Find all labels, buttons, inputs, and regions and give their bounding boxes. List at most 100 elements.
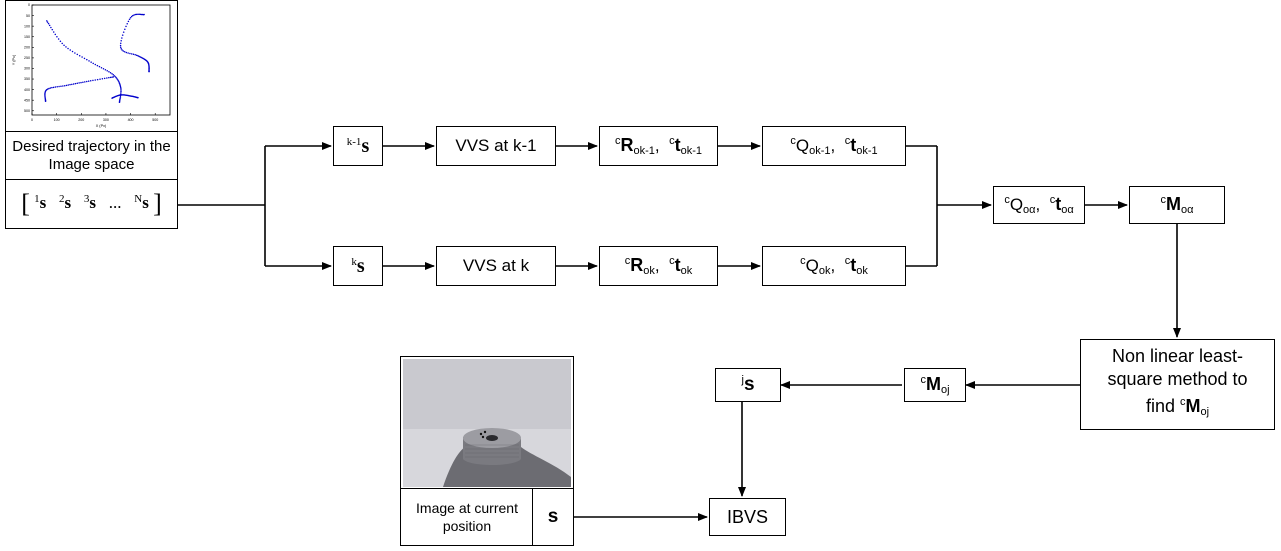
trajectory-point xyxy=(51,87,53,89)
vvs-k-minus-1-box: VVS at k-1 xyxy=(436,126,556,166)
trajectory-point xyxy=(104,69,106,71)
s-j-box: js xyxy=(715,368,781,402)
trajectory-point xyxy=(84,81,86,83)
y-tick-label: 100 xyxy=(24,24,30,28)
trajectory-point xyxy=(131,53,133,55)
trajectory-point xyxy=(134,54,136,56)
trajectory-point xyxy=(135,14,137,16)
trajectory-point xyxy=(48,25,50,27)
x-axis-title: X (Px) xyxy=(95,124,106,128)
trajectory-point xyxy=(108,71,110,73)
current-s: s xyxy=(548,506,559,528)
trajectory-point xyxy=(87,80,89,82)
trajectory-point xyxy=(59,41,61,43)
trajectory-point xyxy=(71,84,73,86)
trajectory-point xyxy=(90,61,92,63)
trajectory-point xyxy=(56,36,58,38)
trajectory-point xyxy=(120,92,122,94)
trajectory-point xyxy=(108,77,110,79)
trajectory-point xyxy=(86,59,88,61)
Q-t-k-minus-1: cQok-1, ctok-1 xyxy=(790,135,877,157)
trajectory-point xyxy=(92,63,94,64)
trajectory-vector-box: [ 1s 2s 3s ... Ns ] xyxy=(5,179,178,229)
trajectory-point xyxy=(125,52,127,54)
trajectory-point xyxy=(119,45,121,47)
trajectory-point xyxy=(101,78,103,80)
trajectory-point xyxy=(54,86,56,88)
trajectory-point xyxy=(102,68,104,70)
y-axis-title: Y (Px) xyxy=(12,54,16,65)
M-alpha-box: cMoα xyxy=(1129,186,1225,224)
x-tick-label: 300 xyxy=(102,118,108,122)
trajectory-point xyxy=(132,54,134,56)
trajectory-point xyxy=(62,85,64,87)
R-t-k-box: cRok, ctok xyxy=(599,246,718,286)
trajectory-point xyxy=(63,44,65,46)
trajectory-point xyxy=(103,78,105,80)
trajectory-point xyxy=(78,82,80,84)
s-k: ks xyxy=(351,255,364,278)
trajectory-point xyxy=(126,23,128,25)
optimisation-label: Non linear least-square method to find c… xyxy=(1093,345,1263,424)
trajectory-point xyxy=(74,52,76,54)
trajectory-point xyxy=(58,86,60,88)
trajectory-point xyxy=(120,48,122,50)
s-k-minus-1: k-1s xyxy=(347,135,369,158)
s-j: js xyxy=(741,374,754,396)
trajectory-point xyxy=(71,51,73,53)
trajectory-point xyxy=(61,43,63,45)
M-j-box: cMoj xyxy=(904,368,966,402)
trajectory-point xyxy=(94,64,96,65)
trajectory-point xyxy=(127,21,128,23)
trajectory-point xyxy=(100,67,102,69)
trajectory-point xyxy=(138,14,140,16)
trajectory-point xyxy=(127,52,129,54)
trajectory-point xyxy=(83,58,85,60)
trajectory-point xyxy=(81,56,83,58)
trajectory-point xyxy=(46,21,48,23)
trajectory-point xyxy=(52,87,54,89)
trajectory-point xyxy=(121,34,123,36)
trajectory-point xyxy=(52,31,54,33)
trajectory-point xyxy=(80,82,82,84)
trajectory-point xyxy=(124,28,126,30)
trajectory-point xyxy=(121,37,123,39)
y-tick-label: 200 xyxy=(24,46,30,50)
M-alpha: cMoα xyxy=(1161,194,1194,216)
trajectory-point xyxy=(85,81,87,83)
trajectory-point xyxy=(96,65,98,67)
R-t-k-minus-1: cRok-1, ctok-1 xyxy=(615,135,702,157)
current-camera-image xyxy=(403,359,571,487)
vvs-k-box: VVS at k xyxy=(436,246,556,286)
trajectory-point xyxy=(50,27,52,29)
trajectory-point xyxy=(49,87,51,89)
y-tick-label: 350 xyxy=(24,77,30,81)
x-tick-label: 200 xyxy=(78,118,84,122)
current-caption-box: Image at current position xyxy=(400,488,534,546)
current-s-box: s xyxy=(532,488,574,546)
current-caption: Image at current position xyxy=(412,499,522,535)
trajectory-point xyxy=(122,50,124,52)
trajectory-point xyxy=(119,43,121,45)
trajectory-point xyxy=(125,26,127,28)
y-tick-label: 0 xyxy=(28,3,30,7)
trajectory-point xyxy=(98,66,100,68)
trajectory-point xyxy=(89,80,91,82)
trajectory-point xyxy=(111,76,113,78)
plot-frame xyxy=(32,5,170,115)
trajectory-point xyxy=(69,84,71,86)
trajectory-point xyxy=(120,89,122,91)
y-tick-label: 50 xyxy=(26,14,30,18)
trajectory-vector: [ 1s 2s 3s ... Ns ] xyxy=(21,189,162,219)
ibvs-box: IBVS xyxy=(709,498,786,536)
trajectory-point xyxy=(67,48,69,50)
trajectory-point xyxy=(76,54,78,56)
Q-t-k-minus-1-box: cQok-1, ctok-1 xyxy=(762,126,906,166)
R-t-k-minus-1-box: cRok-1, ctok-1 xyxy=(599,126,718,166)
trajectory-point xyxy=(130,16,132,18)
optimisation-box: Non linear least-square method to find c… xyxy=(1080,339,1275,430)
trajectory-point xyxy=(123,51,125,53)
vvs-k-label: VVS at k xyxy=(463,257,529,275)
